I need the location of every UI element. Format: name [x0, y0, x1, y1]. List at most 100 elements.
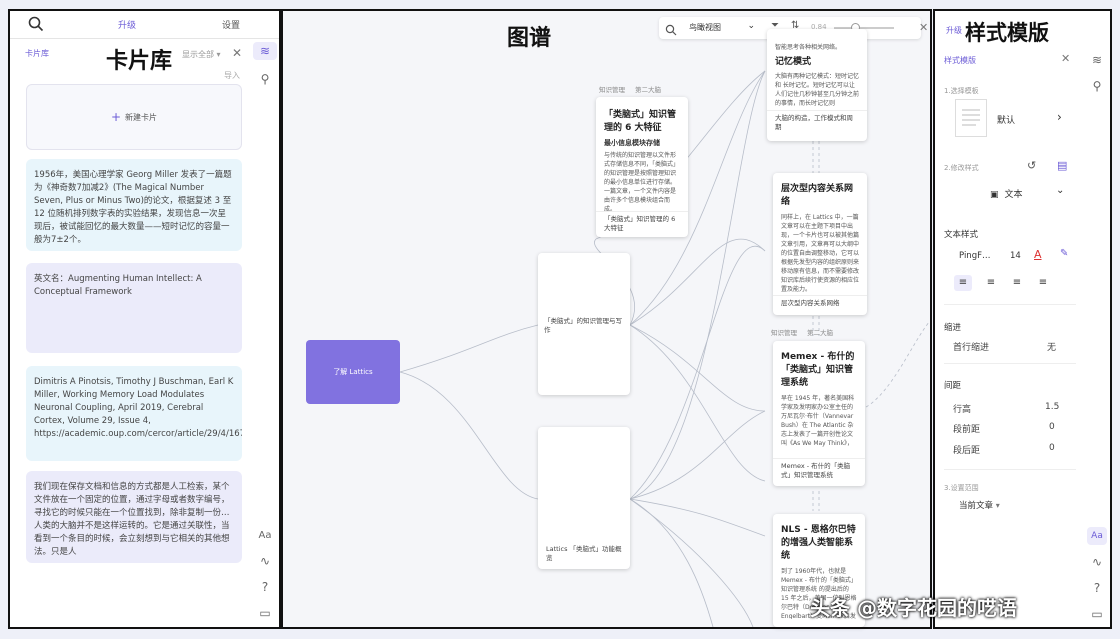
section-select-template: 1.选择模板 — [944, 87, 979, 95]
left-header: 升级 设置 — [10, 11, 279, 39]
close-icon[interactable]: ✕ — [919, 21, 929, 34]
chevron-down-icon: ⌄ — [1056, 185, 1065, 196]
style-template-tab[interactable]: 样式模版 — [944, 56, 976, 65]
filter-icon[interactable]: ⏷ — [771, 20, 779, 31]
indent-heading: 缩进 — [944, 323, 962, 333]
upgrade-link[interactable]: 升级 — [946, 26, 962, 35]
save-template-icon[interactable]: ▤ — [1057, 159, 1068, 172]
font-family-select[interactable]: PingF… — [959, 251, 991, 261]
chart-icon[interactable]: ∿ — [259, 554, 271, 568]
show-all-dropdown[interactable]: 显示全部 ▾ — [182, 50, 221, 59]
node-tag: 第二大脑 — [635, 86, 661, 94]
text-style-icon[interactable]: Aa — [1087, 527, 1107, 545]
root-node[interactable]: 了解 Lattics — [306, 340, 400, 404]
text-style-heading: 文本样式 — [944, 230, 979, 240]
scope-select[interactable]: 当前文章 ▾ — [959, 499, 1000, 511]
knowledge-node-2[interactable]: 智能思考各种相关网络。 记忆模式 大脑有两种记忆模式：短时记忆 和 长时记忆。短… — [767, 29, 867, 141]
font-size-select[interactable]: 14 — [1010, 251, 1021, 261]
help-icon[interactable]: ? — [1093, 581, 1101, 595]
reset-icon[interactable]: ↺ — [1027, 159, 1037, 172]
search-icon[interactable] — [665, 21, 677, 36]
divider — [944, 363, 1076, 364]
card-item[interactable]: 1956年，美国心理学家 Georg Miller 发表了一篇题为《神奇数7加减… — [26, 159, 242, 251]
para-before-value[interactable]: 0 — [1049, 422, 1055, 432]
first-line-indent-value[interactable]: 无 — [1047, 343, 1057, 353]
chat-icon[interactable]: ▭ — [1091, 607, 1103, 621]
graph-icon[interactable]: ⚲ — [1092, 79, 1102, 93]
library-heading: 卡片库 — [106, 48, 173, 74]
line-height-value[interactable]: 1.5 — [1045, 402, 1060, 412]
node-footer: 层次型内容关系网络 — [773, 295, 867, 311]
scope-value: 当前文章 — [959, 501, 994, 511]
close-icon[interactable]: ✕ — [232, 46, 243, 60]
section-modify-style: 2.修改样式 — [944, 164, 979, 172]
node-footer: Memex - 布什的「类脑式」知识管理系统 — [773, 458, 865, 483]
para-after-value[interactable]: 0 — [1049, 443, 1055, 453]
watermark: 头条 @数字花园的呓语 — [810, 596, 1017, 620]
sort-icon[interactable]: ⇅ — [791, 20, 800, 31]
import-button[interactable]: 导入 — [224, 71, 240, 80]
align-bar: ≡ ≡ ≡ ≡ — [954, 275, 1058, 293]
tab-settings[interactable]: 设置 — [222, 21, 241, 31]
style-type-select[interactable]: ▣ 文本 ⌄ — [990, 185, 1070, 200]
align-right-icon[interactable]: ≡ — [1012, 277, 1022, 288]
node-title: 「类脑式」知识管理的 6 大特征 — [604, 110, 677, 133]
style-type-label: 文本 — [1004, 190, 1023, 200]
new-card-button[interactable]: +新建卡片 — [26, 84, 242, 150]
node-footer: 「类脑式」知识管理的 6 大特征 — [596, 211, 688, 236]
mid-node-2[interactable]: Lattics 「类脑式」功能概览 — [538, 427, 630, 569]
graph-icon[interactable]: ⚲ — [260, 72, 270, 86]
card-item[interactable]: 英文名：Augmenting Human Intellect: A Concep… — [26, 263, 242, 353]
show-all-label: 显示全部 — [182, 50, 214, 59]
align-center-icon[interactable]: ≡ — [986, 277, 996, 288]
node-tag: 第二大脑 — [807, 329, 833, 337]
align-left-icon[interactable]: ≡ — [954, 275, 972, 291]
node-tag: 知识管理 — [599, 86, 625, 94]
text-block-icon: ▣ — [990, 190, 999, 200]
style-template-heading: 样式模版 — [965, 20, 1049, 45]
plus-icon: + — [110, 110, 122, 124]
knowledge-node-5[interactable]: NLS - 恩格尔巴特的增强人类智能系统 到了 1960年代，也就是 Memex… — [773, 514, 865, 627]
search-icon[interactable] — [28, 16, 44, 32]
chart-icon[interactable]: ∿ — [1091, 555, 1103, 569]
para-before-label: 段前距 — [953, 425, 981, 435]
scope-heading: 3.设置范围 — [944, 484, 979, 492]
spacing-heading: 间距 — [944, 381, 962, 391]
close-icon[interactable]: ✕ — [1061, 52, 1071, 65]
chevron-down-icon: ▾ — [995, 501, 1000, 510]
template-selector[interactable]: 默认 › — [955, 99, 1067, 137]
tab-upgrade[interactable]: 升级 — [118, 21, 137, 31]
card-library-panel: 升级 设置 卡片库 卡片库 显示全部 ▾ ✕ 导入 +新建卡片 1956年，美国… — [8, 9, 281, 629]
library-label: 卡片库 — [25, 49, 49, 58]
mid-node-2-label: Lattics 「类脑式」功能概览 — [546, 545, 622, 562]
line-height-label: 行高 — [953, 405, 972, 415]
node-footer: 大脑的构造，工作模式和周期 — [767, 110, 867, 135]
card-item[interactable]: Dimitris A Pinotsis, Timothy J Buschman,… — [26, 366, 242, 461]
layers-icon[interactable]: ≋ — [1091, 53, 1103, 67]
para-after-label: 段后距 — [953, 446, 981, 456]
node-body: 大脑有两种记忆模式：短时记忆 和 长时记忆。短时记忆可以让人们记住几秒钟甚至几分… — [775, 73, 860, 107]
font-color-icon[interactable]: A — [1034, 248, 1042, 261]
style-template-panel: 升级 样式模版 样式模版 ✕ 1.选择模板 默认 › 2.修改样式 ↺ ▤ ▣ 文… — [933, 9, 1112, 629]
knowledge-node-1[interactable]: 「类脑式」知识管理的 6 大特征 最小信息模块存储 与传统的知识管理以文件形式存… — [596, 97, 688, 237]
card-item[interactable]: 我们现在保存文档和信息的方式都是人工检索，某个文件放在一个固定的位置，通过字母或… — [26, 471, 242, 563]
graph-heading: 图谱 — [507, 25, 552, 51]
node-title: 层次型内容关系网络 — [781, 184, 854, 207]
node-top-text: 智能思考各种相关网络。 — [775, 44, 842, 51]
node-title: Memex - 布什的「类脑式」知识管理系统 — [781, 352, 855, 388]
mid-node-1[interactable]: 「类脑式」的知识管理与写作 — [538, 253, 630, 395]
node-tag: 知识管理 — [771, 329, 797, 337]
highlight-icon[interactable]: ✎ — [1060, 248, 1069, 259]
knowledge-node-4[interactable]: Memex - 布什的「类脑式」知识管理系统 早在 1945 年，著名美国科学家… — [773, 341, 865, 486]
help-icon[interactable]: ? — [261, 580, 269, 594]
align-justify-icon[interactable]: ≡ — [1038, 277, 1048, 288]
chevron-right-icon: › — [1057, 110, 1062, 124]
layers-icon[interactable]: ≋ — [253, 42, 277, 60]
knowledge-node-3[interactable]: 层次型内容关系网络 同样上，在 Lattics 中，一篇文章可以在主题下项目中出… — [773, 173, 867, 315]
divider — [944, 469, 1076, 470]
node-title: NLS - 恩格尔巴特的增强人类智能系统 — [781, 525, 856, 561]
node-title: 记忆模式 — [775, 57, 812, 67]
view-select[interactable]: 鸟瞰视图⌄ — [689, 21, 755, 33]
text-style-icon[interactable]: Aa — [258, 529, 272, 541]
chat-icon[interactable]: ▭ — [259, 606, 271, 620]
